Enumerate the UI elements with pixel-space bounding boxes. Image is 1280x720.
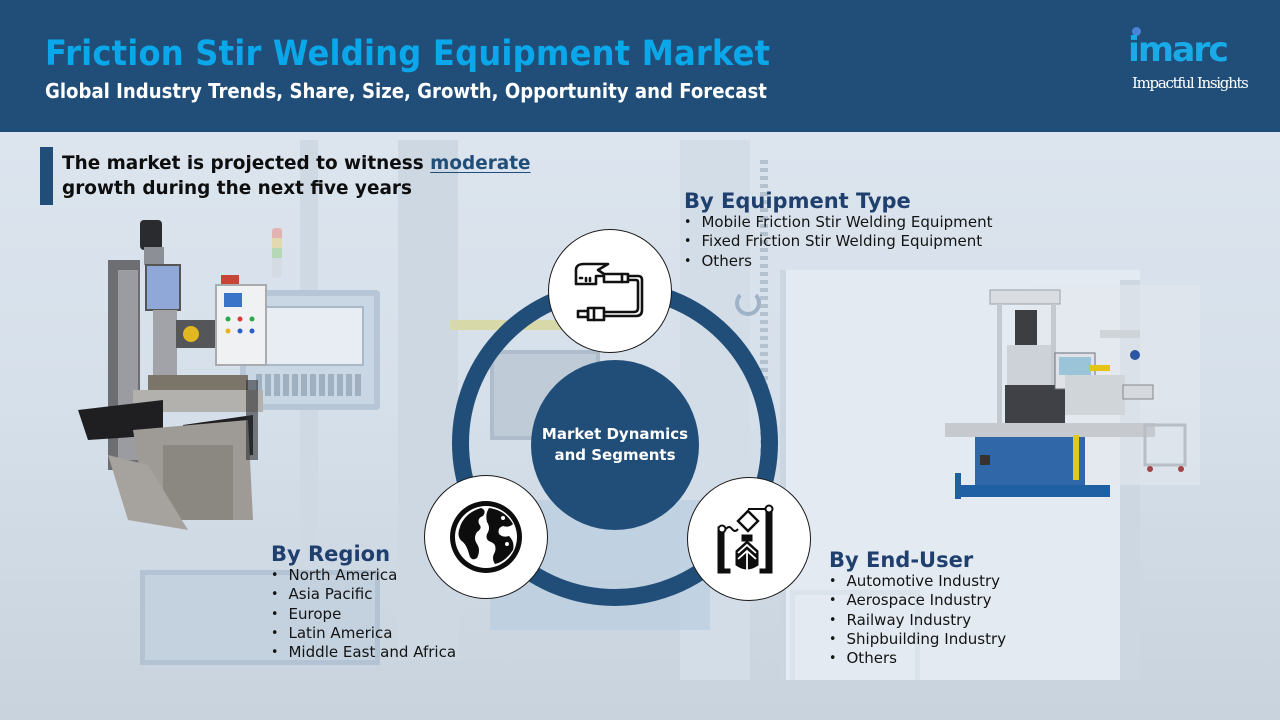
segment-equipment-type: By Equipment Type Mobile Friction Stir W…: [684, 189, 1002, 271]
logo-dot: [1132, 27, 1141, 36]
bg-chain: [760, 160, 768, 540]
logo-wordmark: imarc: [1128, 30, 1229, 70]
segment-region: By Region North America Asia Pacific Eur…: [271, 542, 462, 663]
growth-rate-highlight: moderate: [430, 152, 531, 174]
page-title: Friction Stir Welding Equipment Market: [45, 34, 771, 74]
welding-torch-icon: [574, 262, 644, 322]
segment-item: Others: [684, 252, 993, 272]
segment-title: By End-User: [829, 548, 974, 572]
segment-title: By Equipment Type: [684, 189, 911, 213]
segment-item: Shipbuilding Industry: [829, 630, 1006, 650]
market-dynamics-hub: Market Dynamics and Segments: [531, 360, 699, 530]
segment-item: Middle East and Africa: [271, 643, 456, 663]
shipbuilding-crane-icon: [717, 504, 774, 574]
segment-item: North America: [271, 566, 456, 586]
segment-list: Automotive Industry Aerospace Industry R…: [829, 572, 1012, 669]
segment-end-user: By End-User Automotive Industry Aerospac…: [829, 548, 1012, 669]
projection-text-after: growth during the next five years: [62, 177, 412, 199]
segment-item: Latin America: [271, 624, 456, 644]
segment-item: Automotive Industry: [829, 572, 1006, 592]
page-subtitle: Global Industry Trends, Share, Size, Gro…: [45, 79, 767, 103]
bg-panel-keys: [256, 374, 364, 396]
segment-item: Others: [829, 649, 1006, 669]
globe-icon: [450, 501, 522, 573]
segment-list: Mobile Friction Stir Welding Equipment F…: [684, 213, 1002, 271]
segment-item: Mobile Friction Stir Welding Equipment: [684, 213, 993, 233]
projection-text: The market is projected to witness moder…: [62, 151, 605, 201]
hub-label-line1: Market Dynamics: [541, 425, 689, 443]
equipment-type-node: [548, 229, 672, 353]
segment-title: By Region: [271, 542, 391, 566]
projection-text-before: The market is projected to witness: [62, 152, 431, 174]
end-user-node: [687, 477, 811, 601]
hub-label: Market Dynamics and Segments: [535, 424, 695, 466]
bg-hook: [735, 290, 761, 316]
segment-item: Railway Industry: [829, 611, 1006, 631]
segment-item: Europe: [271, 605, 456, 625]
header-banner: Friction Stir Welding Equipment Market G…: [0, 0, 1280, 132]
friction-stir-welding-machine-image-left: [78, 220, 267, 530]
segment-item: Fixed Friction Stir Welding Equipment: [684, 232, 993, 252]
callout-accent-bar: [40, 147, 53, 205]
friction-stir-welding-machine-image-right: [945, 285, 1200, 499]
segment-item: Aerospace Industry: [829, 591, 1006, 611]
segment-list: North America Asia Pacific Europe Latin …: [271, 566, 462, 663]
region-node: [424, 475, 548, 599]
hub-label-line2: and Segments: [554, 446, 676, 464]
imarc-logo: imarc Impactful Insights: [1126, 24, 1256, 96]
bg-signal-lamp: [272, 228, 282, 278]
logo-tagline: Impactful Insights: [1132, 74, 1249, 92]
segment-item: Asia Pacific: [271, 585, 456, 605]
